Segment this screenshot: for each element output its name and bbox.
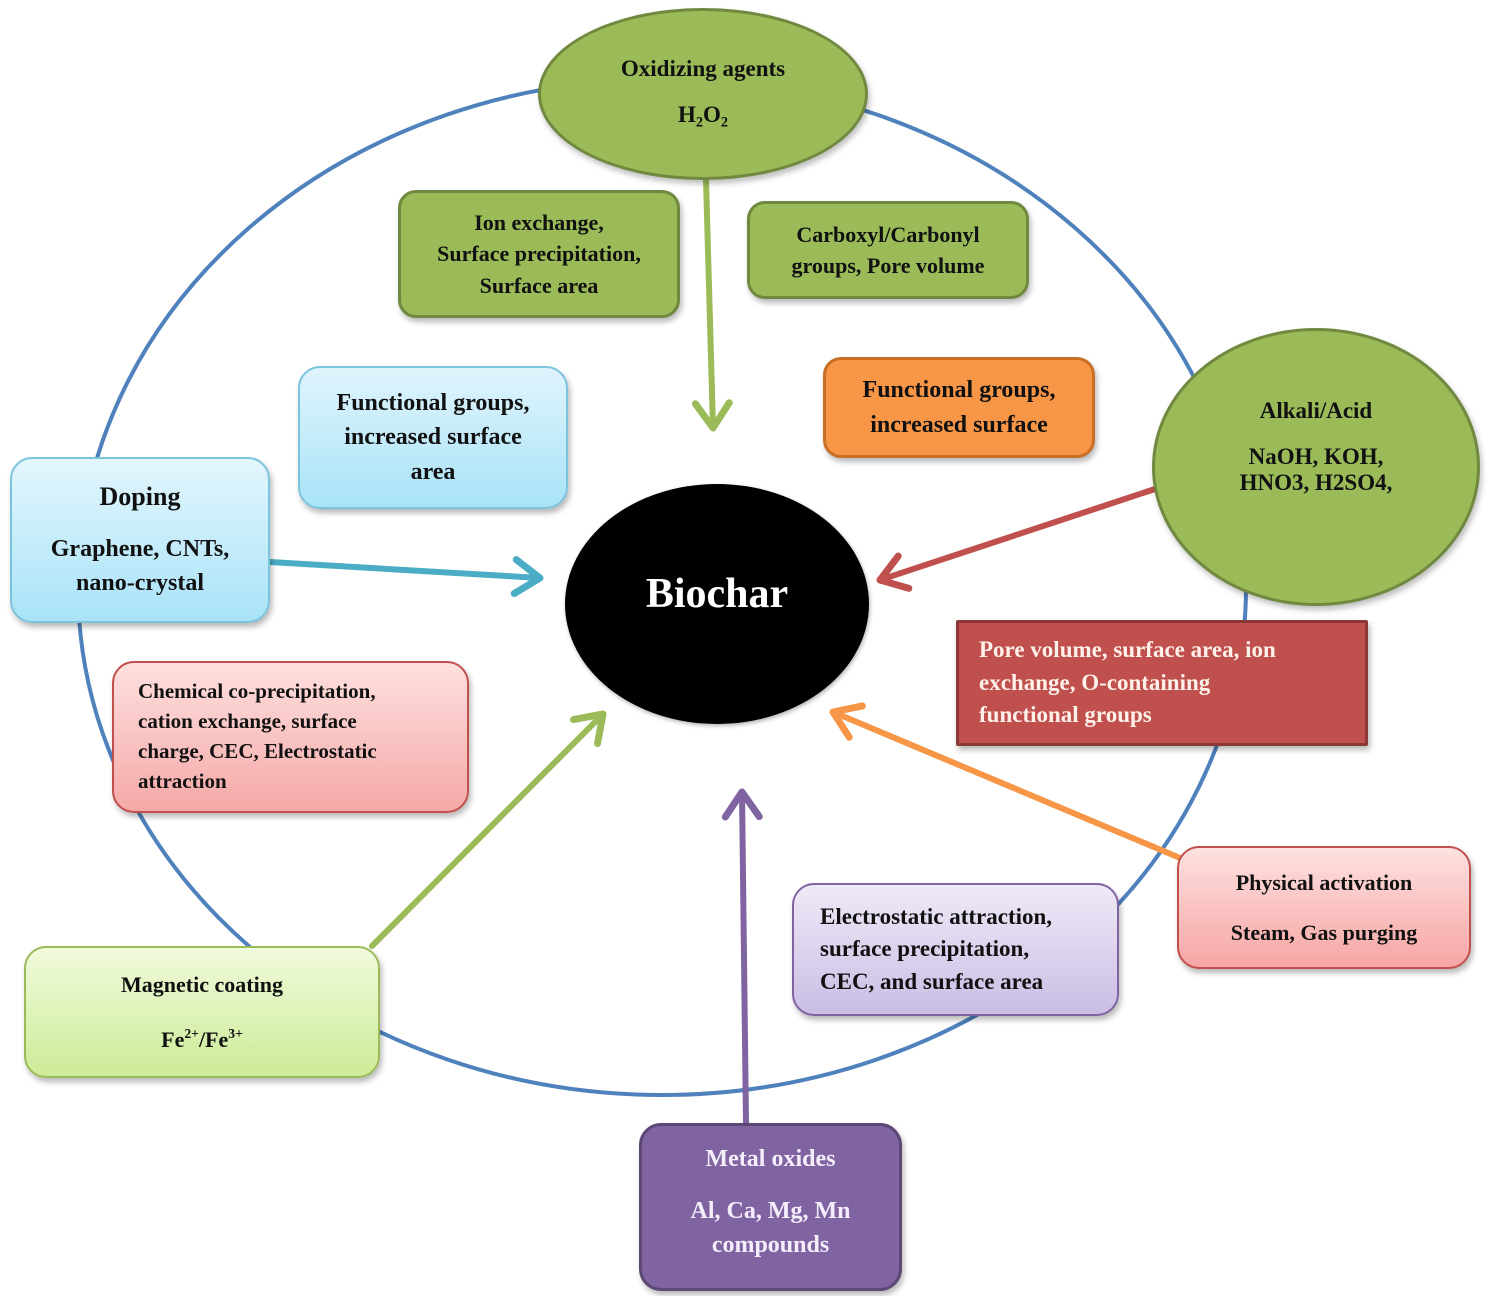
effect-line: Carboxyl/Carbonyl — [796, 221, 980, 247]
arrow-doping-head — [510, 556, 544, 597]
arrow-doping-line — [267, 559, 543, 581]
method-title: Oxidizing agents — [620, 56, 786, 82]
method-title: Metal oxides — [705, 1145, 836, 1172]
effect-line: Surface area — [479, 272, 599, 298]
method-example-line: Steam, Gas purging — [1230, 919, 1418, 945]
method-example-line: compounds — [711, 1232, 830, 1259]
method-examples: H2O2 — [677, 102, 729, 131]
effect-line: charge, CEC, Electrostatic — [138, 739, 377, 763]
method-magnetic-coating: Magnetic coating Fe2+/Fe3+ — [24, 946, 380, 1078]
effect-line: surface precipitation, — [820, 936, 1030, 962]
effect-line: increased surface — [870, 411, 1048, 438]
center-label: Biochar — [645, 571, 789, 617]
method-metal-oxides: Metal oxides Al, Ca, Mg, Mn compounds — [639, 1123, 902, 1291]
effect-functional-groups-physical: Functional groups, increased surface — [823, 357, 1095, 458]
arrow-physical-head — [829, 702, 866, 741]
effect-line: Functional groups, — [862, 377, 1056, 404]
effect-line: area — [410, 458, 456, 485]
effect-line: Chemical co-precipitation, — [138, 679, 376, 704]
effect-line: attraction — [138, 768, 227, 793]
effect-carboxyl-carbonyl: Carboxyl/Carbonyl groups, Pore volume — [747, 201, 1029, 299]
effect-line: CEC, and surface area — [820, 968, 1044, 994]
arrow-metal-line — [739, 789, 749, 1126]
biochar-center: Biochar — [565, 484, 869, 724]
effect-line: Surface precipitation, — [437, 241, 641, 267]
method-title: Doping — [99, 482, 181, 512]
effect-ion-exchange: Ion exchange, Surface precipitation, Sur… — [398, 190, 680, 318]
arrow-magnetic-head — [570, 710, 607, 747]
effect-line: increased surface — [344, 424, 522, 451]
method-oxidizing-agents: Oxidizing agents H2O2 — [538, 8, 868, 180]
effect-functional-groups-doping: Functional groups, increased surface are… — [298, 366, 568, 509]
arrow-alkali-line — [877, 486, 1158, 583]
effect-line: cation exchange, surface — [138, 709, 357, 734]
arrow-magnetic-line — [369, 711, 606, 949]
arrow-alkali-head — [876, 552, 913, 592]
effect-line: functional groups — [979, 702, 1152, 728]
method-doping: Doping Graphene, CNTs, nano-crystal — [10, 457, 270, 623]
method-example-line: HNO3, H2SO4, — [1239, 470, 1393, 495]
effect-line: exchange, O-containing — [979, 669, 1211, 695]
effect-electrostatic-attraction: Electrostatic attraction, surface precip… — [792, 883, 1119, 1016]
method-example-line: NaOH, KOH, — [1248, 444, 1384, 469]
effect-line: Electrostatic attraction, — [820, 903, 1053, 929]
arrow-physical-line — [830, 709, 1183, 861]
method-title: Physical activation — [1235, 870, 1413, 896]
arrow-oxidizing-head — [691, 399, 733, 432]
method-example-line: Al, Ca, Mg, Mn — [690, 1197, 851, 1224]
method-title: Magnetic coating — [121, 971, 283, 997]
method-alkali-acid: Alkali/Acid NaOH, KOH, HNO3, H2SO4, — [1152, 328, 1480, 606]
method-example-line: Graphene, CNTs, — [50, 536, 230, 563]
effect-line: groups, Pore volume — [791, 253, 985, 278]
effect-line: Pore volume, surface area, ion — [979, 637, 1276, 663]
method-physical-activation: Physical activation Steam, Gas purging — [1177, 846, 1471, 969]
effect-pore-volume: Pore volume, surface area, ion exchange,… — [956, 620, 1368, 746]
effect-chemical-coprecipitation: Chemical co-precipitation, cation exchan… — [112, 661, 469, 813]
arrow-oxidizing-line — [703, 177, 716, 431]
method-title: Alkali/Acid — [1259, 398, 1373, 423]
effect-line: Functional groups, — [336, 390, 530, 417]
effect-line: Ion exchange, — [474, 210, 604, 236]
arrow-metal-head — [721, 788, 763, 821]
method-example-line: nano-crystal — [76, 570, 204, 597]
method-examples: Fe2+/Fe3+ — [161, 1026, 243, 1052]
